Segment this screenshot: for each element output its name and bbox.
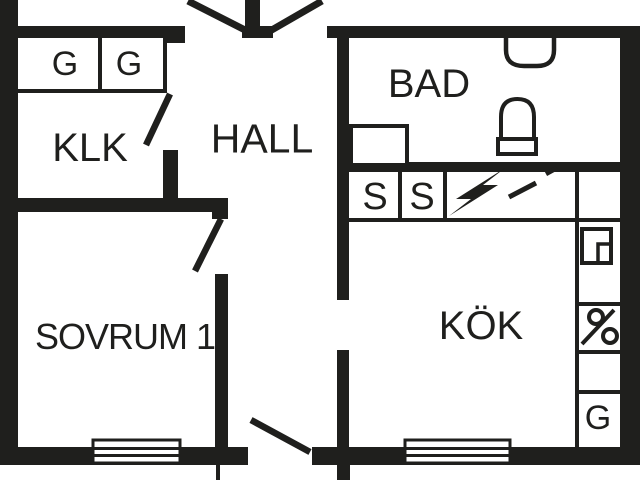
toilet-tank: [496, 137, 538, 156]
panel-door-tick: [544, 166, 559, 176]
door-swing-icon: [268, 0, 324, 35]
room-label-bad: BAD: [387, 62, 471, 106]
wardrobe-bottom-line: [18, 89, 167, 93]
closet-label-s: S: [362, 176, 388, 218]
door-swing-icon: [249, 417, 312, 455]
toilet-icon: [499, 96, 536, 143]
wall-entry-post-base: [242, 26, 273, 38]
kitchen-column-left-line: [575, 222, 579, 448]
partitions: [18, 38, 620, 448]
wall-klk-top: [18, 26, 185, 38]
room-label-hall: HALL: [210, 115, 314, 162]
room-label-sovrum1: SOVRUM 1: [34, 316, 216, 357]
windows: [91, 438, 512, 465]
wardrobe-divider: [98, 38, 102, 91]
closet-divider-2: [443, 172, 447, 222]
kitchen-cabinet-label: G: [584, 399, 612, 437]
wall-right-outer: [620, 26, 640, 465]
electrical-panel: [449, 166, 559, 216]
kitchen-column-divider-3: [575, 390, 620, 394]
window-hatch-icon: [403, 438, 512, 465]
wall-central-lower: [337, 350, 349, 449]
wall-bad-bottom: [349, 162, 620, 172]
lightning-bolt-icon: [449, 168, 505, 216]
closet-divider-1: [398, 172, 402, 222]
wall-klk-top-cap: [166, 26, 185, 43]
closet-label-s: S: [409, 176, 435, 218]
wall-klk-right-stub: [163, 150, 178, 200]
door-swing-icon: [186, 0, 249, 35]
wall-sovrum-right: [215, 274, 228, 448]
bathroom-fixtures: [349, 38, 557, 167]
sink-halfround-icon: [503, 38, 557, 69]
stove-percent-icon: [587, 308, 605, 326]
window-sovrum: [91, 438, 182, 465]
stove-burner-circle: [601, 327, 619, 345]
wall-entry-post: [245, 0, 260, 30]
wardrobe-right-line: [163, 38, 167, 91]
wall-left-outer: [0, 0, 18, 465]
wardrobe-label: G: [115, 45, 143, 83]
closet-divider-3: [575, 172, 579, 222]
wall-klk-sovrum: [18, 198, 228, 212]
doors: [143, 0, 324, 455]
wall-central-upper: [337, 26, 349, 300]
door-swing-icon: [192, 217, 224, 273]
washbasin-rect-icon: [349, 124, 409, 167]
stove-slash: [580, 308, 616, 346]
kitchen-appliances: [580, 227, 619, 346]
wall-bad-top: [330, 26, 640, 38]
room-label-klk: KLK: [52, 126, 128, 170]
room-label-kok: KÖK: [438, 304, 524, 348]
wall-central-stub-below: [337, 465, 350, 480]
kitchen-column-divider-2: [575, 350, 620, 354]
fridge-notch-detail: [596, 242, 611, 261]
panel-door-dash: [507, 180, 538, 200]
window-hatch-icon: [91, 438, 182, 465]
wall-sovrum-stub-below: [216, 465, 220, 480]
fridge-notch-icon: [580, 227, 613, 265]
closet-row-bottom-line: [349, 218, 620, 222]
window-kok: [403, 438, 512, 465]
kitchen-column-divider-1: [575, 302, 620, 306]
door-swing-icon: [143, 92, 173, 147]
wardrobe-label: G: [51, 45, 79, 83]
wall-klk-sovrum-cap: [212, 198, 228, 219]
